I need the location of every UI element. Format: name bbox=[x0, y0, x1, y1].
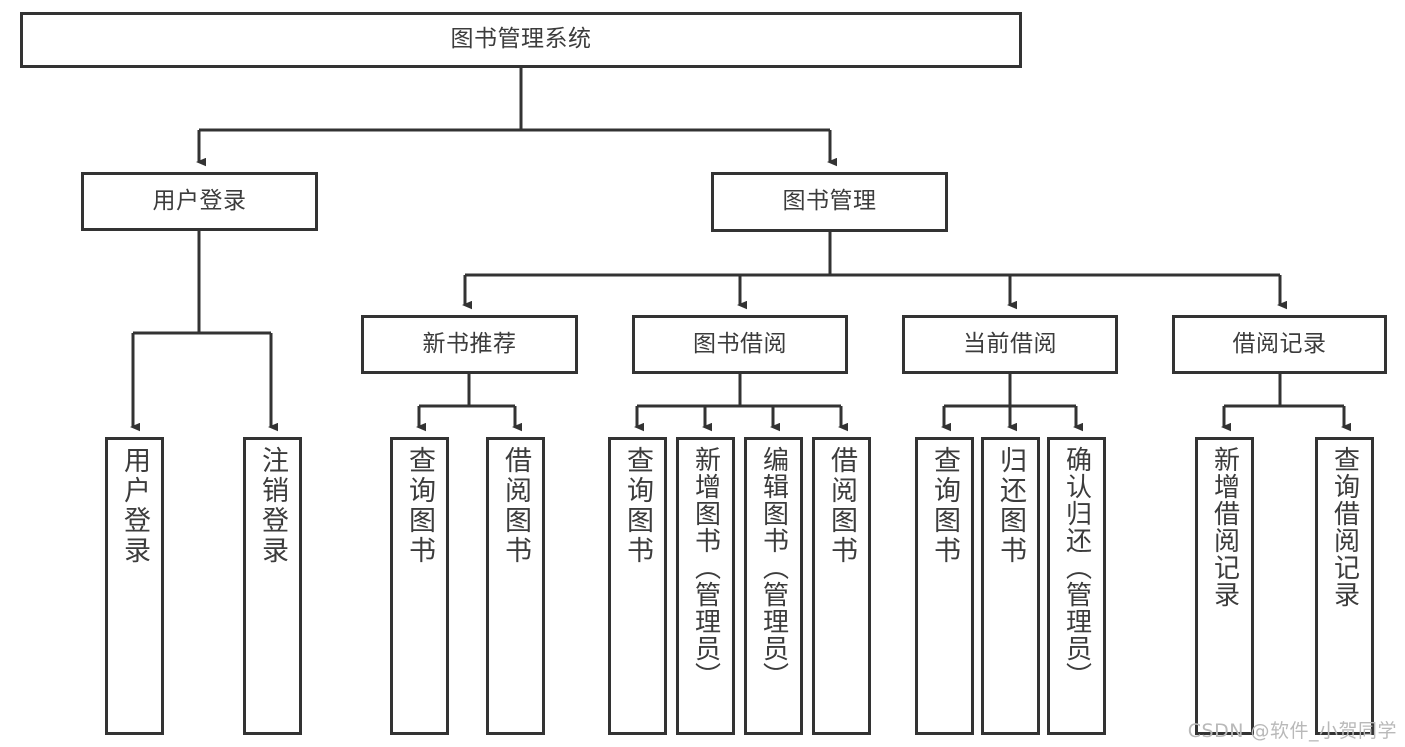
node-user-login[interactable]: 用户登录 bbox=[81, 172, 318, 231]
node-book-management[interactable]: 图书管理 bbox=[711, 172, 948, 232]
node-label: 新书推荐 bbox=[422, 330, 517, 357]
node-label: 注销登录 bbox=[257, 446, 288, 566]
leaf-edit-book-admin[interactable]: 编辑图书（管理员） bbox=[744, 437, 803, 735]
node-label: 查询图书 bbox=[622, 446, 653, 566]
node-current-borrow[interactable]: 当前借阅 bbox=[902, 315, 1118, 374]
leaf-add-borrow-record[interactable]: 新增借阅记录 bbox=[1195, 437, 1254, 735]
node-label: 用户登录 bbox=[152, 187, 247, 214]
node-label: 借阅记录 bbox=[1232, 330, 1327, 357]
leaf-query-book-recommend[interactable]: 查询图书 bbox=[390, 437, 449, 735]
node-label: 编辑图书（管理员） bbox=[758, 446, 789, 689]
node-label: 确认归还（管理员） bbox=[1061, 446, 1092, 689]
node-label: 当前借阅 bbox=[963, 330, 1057, 357]
node-label: 新增图书（管理员） bbox=[690, 446, 721, 689]
node-label: 借阅图书 bbox=[500, 446, 531, 566]
csdn-watermark: CSDN @软件_小贺同学 bbox=[1187, 720, 1397, 742]
leaf-logout-login[interactable]: 注销登录 bbox=[243, 437, 302, 735]
node-label: 图书借阅 bbox=[693, 330, 787, 357]
node-label: 查询图书 bbox=[404, 446, 435, 566]
leaf-query-book-borrow[interactable]: 查询图书 bbox=[608, 437, 667, 735]
node-book-borrow[interactable]: 图书借阅 bbox=[632, 315, 848, 374]
leaf-query-book-current[interactable]: 查询图书 bbox=[915, 437, 974, 735]
node-root[interactable]: 图书管理系统 bbox=[20, 12, 1022, 68]
node-label: 归还图书 bbox=[995, 446, 1026, 566]
leaf-user-login[interactable]: 用户登录 bbox=[105, 437, 164, 735]
node-label: 查询借阅记录 bbox=[1329, 446, 1360, 608]
leaf-borrow-book-recommend[interactable]: 借阅图书 bbox=[486, 437, 545, 735]
node-label: 图书管理 bbox=[782, 188, 877, 215]
node-label: 图书管理系统 bbox=[450, 26, 592, 53]
node-label: 借阅图书 bbox=[826, 446, 857, 566]
leaf-query-borrow-record[interactable]: 查询借阅记录 bbox=[1315, 437, 1374, 735]
node-label: 查询图书 bbox=[929, 446, 960, 566]
leaf-return-book[interactable]: 归还图书 bbox=[981, 437, 1040, 735]
leaf-borrow-book[interactable]: 借阅图书 bbox=[812, 437, 871, 735]
node-new-book-recommend[interactable]: 新书推荐 bbox=[361, 315, 578, 374]
node-borrow-record[interactable]: 借阅记录 bbox=[1172, 315, 1387, 374]
leaf-add-book-admin[interactable]: 新增图书（管理员） bbox=[676, 437, 735, 735]
node-label: 新增借阅记录 bbox=[1209, 446, 1240, 608]
node-label: 用户登录 bbox=[119, 446, 150, 566]
leaf-confirm-return-admin[interactable]: 确认归还（管理员） bbox=[1047, 437, 1106, 735]
